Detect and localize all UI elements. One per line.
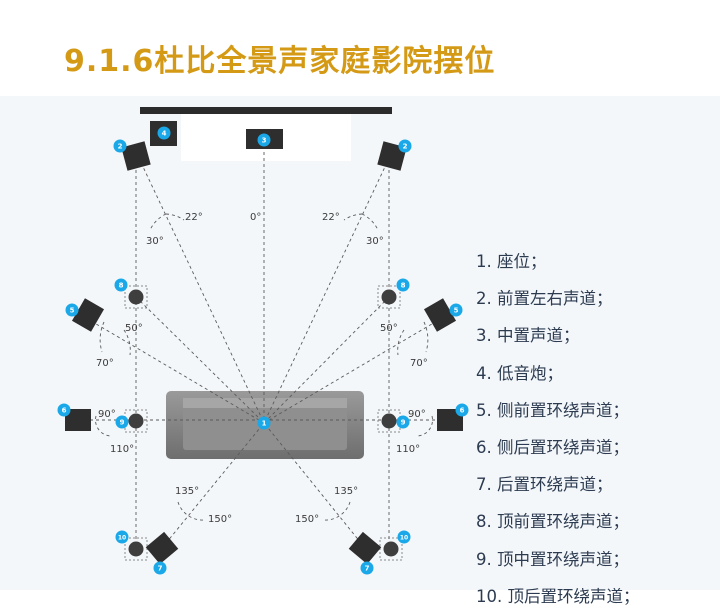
screen-bar: [140, 107, 392, 114]
svg-text:3: 3: [262, 137, 267, 145]
top-front-right-speaker: [377, 285, 401, 309]
legend-item-8: 8. 顶前置环绕声道；: [476, 512, 629, 532]
angle-label-front-left-inner: 22°: [185, 212, 203, 223]
svg-text:2: 2: [403, 143, 408, 151]
angle-label-mid-right-lower: 110°: [396, 444, 420, 455]
angle-label-side-right-lower: 70°: [410, 358, 428, 369]
angle-label-side-left-upper: 50°: [125, 323, 143, 334]
badge-top-rear-right: 10: [397, 530, 411, 544]
badge-subwoofer: 4: [157, 126, 171, 140]
diagram-panel: 22° 30° 0° 22° 30° 50° 70° 50° 70° 90° 1…: [0, 96, 720, 606]
rear-left-speaker: [145, 531, 179, 565]
side-rear-right-speaker: [437, 409, 463, 431]
legend-item-10: 10. 顶后置环绕声道；: [476, 586, 640, 606]
badge-top-middle-left: 9: [115, 415, 129, 429]
badge-side-rear-right: 6: [455, 403, 469, 417]
legend-list: 1. 座位； 2. 前置左右声道； 3. 中置声道； 4. 低音炮； 5. 侧前…: [476, 243, 640, 615]
speaker-layout-diagram: 22° 30° 0° 22° 30° 50° 70° 50° 70° 90° 1…: [57, 107, 469, 575]
svg-text:2: 2: [118, 143, 123, 151]
svg-text:5: 5: [454, 307, 459, 315]
svg-text:7: 7: [365, 565, 370, 573]
legend-item-7: 7. 后置环绕声道；: [476, 475, 613, 495]
legend-item-5: 5. 侧前置环绕声道；: [476, 400, 629, 420]
badge-rear-left: 7: [153, 561, 167, 575]
angle-label-front-left-outer: 30°: [146, 236, 164, 247]
svg-text:6: 6: [460, 407, 465, 415]
svg-text:4: 4: [162, 130, 167, 138]
side-rear-left-speaker: [65, 409, 91, 431]
badge-listener: 1: [257, 416, 271, 430]
badge-front-right: 2: [398, 139, 412, 153]
angle-label-side-right-upper: 50°: [380, 323, 398, 334]
angle-label-mid-right-upper: 90°: [408, 409, 426, 420]
svg-text:1: 1: [262, 420, 267, 428]
legend-item-1: 1. 座位；: [476, 252, 547, 271]
angle-label-front-center: 0°: [250, 212, 261, 223]
badge-top-front-left: 8: [114, 278, 128, 292]
angle-label-rear-right-upper: 135°: [334, 486, 358, 497]
angle-label-front-right-outer: 30°: [366, 236, 384, 247]
legend-item-2: 2. 前置左右声道；: [476, 289, 613, 309]
angle-label-mid-left-upper: 90°: [98, 409, 116, 420]
angle-label-mid-left-lower: 110°: [110, 444, 134, 455]
badge-rear-right: 7: [360, 561, 374, 575]
badge-center: 3: [257, 133, 271, 147]
angle-label-side-left-lower: 70°: [96, 358, 114, 369]
page-title: 9.1.6杜比全景声家庭影院摆位: [64, 44, 496, 79]
svg-text:8: 8: [401, 282, 406, 290]
legend-item-6: 6. 侧后置环绕声道；: [476, 437, 629, 457]
side-front-right-speaker: [423, 298, 457, 332]
front-left-speaker: [121, 141, 151, 171]
badge-side-rear-left: 6: [57, 403, 71, 417]
badge-side-front-left: 5: [65, 303, 79, 317]
legend-item-4: 4. 低音炮；: [476, 363, 563, 383]
guide-lines: [78, 140, 450, 549]
top-rear-right-speaker: [379, 537, 403, 561]
top-front-left-speaker: [124, 285, 148, 309]
badge-top-middle-right: 9: [396, 415, 410, 429]
angle-label-rear-right-lower: 150°: [295, 514, 319, 525]
svg-text:9: 9: [401, 419, 406, 427]
rear-right-speaker: [348, 531, 382, 565]
badge-top-front-right: 8: [396, 278, 410, 292]
legend-item-3: 3. 中置声道；: [476, 326, 580, 346]
svg-text:10: 10: [400, 535, 408, 542]
svg-text:6: 6: [62, 407, 67, 415]
angle-label-rear-left-lower: 150°: [208, 514, 232, 525]
svg-text:7: 7: [158, 565, 163, 573]
angle-label-rear-left-upper: 135°: [175, 486, 199, 497]
top-rear-left-speaker: [124, 537, 148, 561]
angle-label-front-right-inner: 22°: [322, 212, 340, 223]
svg-text:5: 5: [70, 307, 75, 315]
badge-front-left: 2: [113, 139, 127, 153]
legend-item-9: 9. 顶中置环绕声道；: [476, 549, 629, 569]
badge-side-front-right: 5: [449, 303, 463, 317]
svg-text:9: 9: [120, 419, 125, 427]
svg-text:10: 10: [118, 535, 126, 542]
badge-top-rear-left: 10: [115, 530, 129, 544]
side-front-left-speaker: [71, 298, 105, 332]
svg-text:8: 8: [119, 282, 124, 290]
